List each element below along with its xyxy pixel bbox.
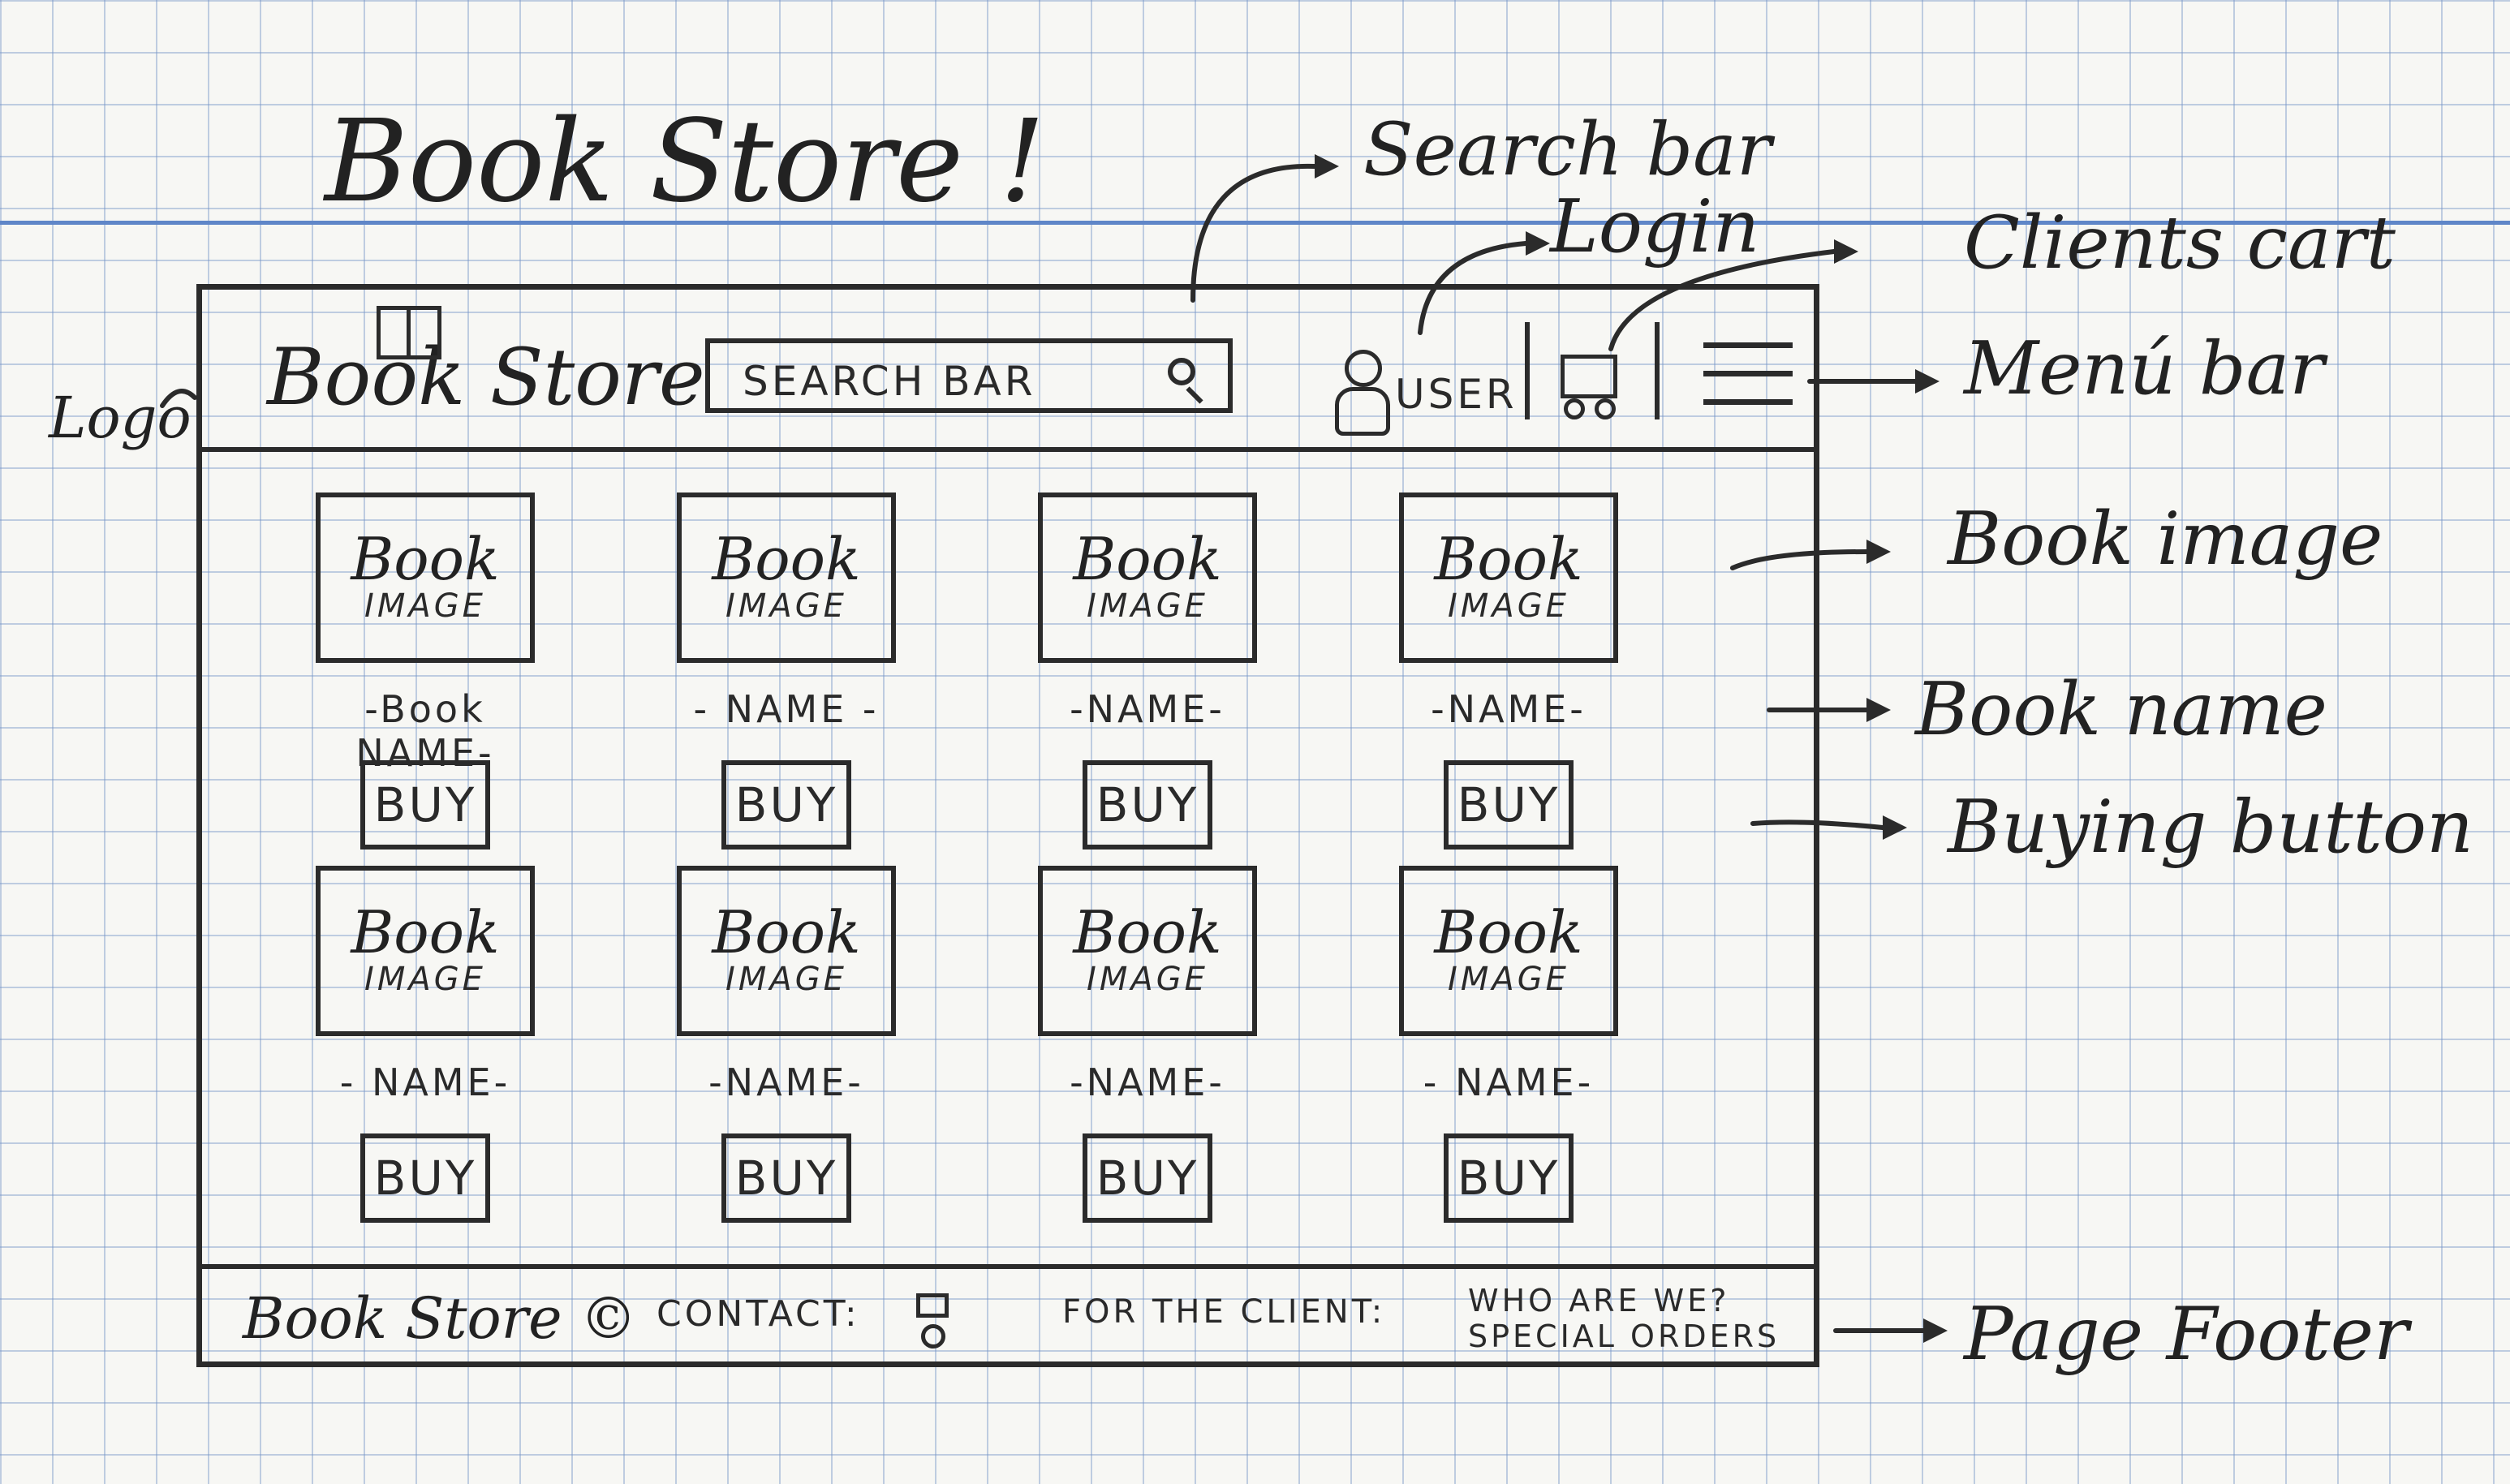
arrowhead-login <box>1526 231 1550 256</box>
search-icon[interactable] <box>1168 358 1195 385</box>
annotation-book-name: Book name <box>1915 667 2327 752</box>
annotation-page-footer: Page Footer <box>1964 1292 2409 1377</box>
book-name[interactable]: - NAME - <box>693 687 880 731</box>
buy-button[interactable]: BUY <box>1444 1133 1574 1223</box>
arrowhead-menu <box>1915 369 1940 394</box>
page-footer: Book Store © CONTACT: FOR THE CLIENT: WH… <box>202 1264 1814 1361</box>
book-name[interactable]: -NAME- <box>1070 687 1225 731</box>
annotation-menu-bar: Menú bar <box>1964 326 2325 411</box>
annotation-clients-cart: Clients cart <box>1964 200 2396 286</box>
annotation-search-bar: Search bar <box>1363 107 1772 192</box>
arrowhead-search <box>1315 154 1339 179</box>
book-name[interactable]: -NAME- <box>1070 1060 1225 1104</box>
arrowhead-footer <box>1923 1318 1948 1343</box>
buy-button[interactable]: BUY <box>721 760 851 850</box>
book-name[interactable]: - NAME- <box>1423 1060 1595 1104</box>
wireframe-header: Book Store SEARCH BAR USER <box>202 290 1814 452</box>
cart-icon[interactable] <box>1549 346 1622 419</box>
header-divider <box>1655 322 1660 419</box>
book-name[interactable]: -Book NAME- <box>355 687 495 775</box>
buy-button[interactable]: BUY <box>1444 760 1574 850</box>
arrowhead-book-image <box>1866 540 1891 564</box>
arrowhead-book-name <box>1866 698 1891 722</box>
user-icon <box>1330 350 1390 439</box>
buy-button[interactable]: BUY <box>1083 760 1212 850</box>
book-name[interactable]: - NAME- <box>339 1060 511 1104</box>
footer-contact-label: CONTACT: <box>657 1293 860 1335</box>
arrowhead-cart <box>1834 239 1858 264</box>
phone-icon[interactable] <box>921 1324 945 1349</box>
footer-link-special-orders[interactable]: SPECIAL ORDERS <box>1468 1318 1780 1354</box>
buy-button[interactable]: BUY <box>360 1133 490 1223</box>
arrow-search-bar <box>1190 163 1317 303</box>
book-name[interactable]: -NAME- <box>1431 687 1587 731</box>
buy-button[interactable]: BUY <box>360 760 490 850</box>
arrowhead-buying <box>1883 815 1907 840</box>
search-placeholder: SEARCH BAR <box>743 358 1036 405</box>
user-label: USER <box>1395 371 1518 418</box>
annotation-book-image: Book image <box>1948 497 2383 582</box>
hamburger-menu-icon[interactable] <box>1703 334 1793 415</box>
header-divider <box>1525 322 1530 419</box>
store-logo[interactable]: Book Store <box>267 332 705 423</box>
footer-links: WHO ARE WE? SPECIAL ORDERS <box>1468 1283 1780 1354</box>
login-button[interactable]: USER <box>1330 338 1518 436</box>
search-bar[interactable]: SEARCH BAR <box>705 338 1233 413</box>
annotation-logo: Logo <box>49 385 192 451</box>
footer-link-who-are-we[interactable]: WHO ARE WE? <box>1468 1283 1730 1318</box>
footer-client-label: FOR THE CLIENT: <box>1062 1293 1386 1331</box>
open-book-icon <box>377 306 441 359</box>
footer-brand: Book Store © <box>243 1285 637 1352</box>
book-name[interactable]: -NAME- <box>708 1060 864 1104</box>
annotation-buying-button: Buying button <box>1948 785 2473 870</box>
annotation-login: Login <box>1550 184 1760 269</box>
sheet-title: Book Store ! <box>325 96 1045 228</box>
mail-icon[interactable] <box>916 1293 949 1318</box>
buy-button[interactable]: BUY <box>721 1133 851 1223</box>
buy-button[interactable]: BUY <box>1083 1133 1212 1223</box>
